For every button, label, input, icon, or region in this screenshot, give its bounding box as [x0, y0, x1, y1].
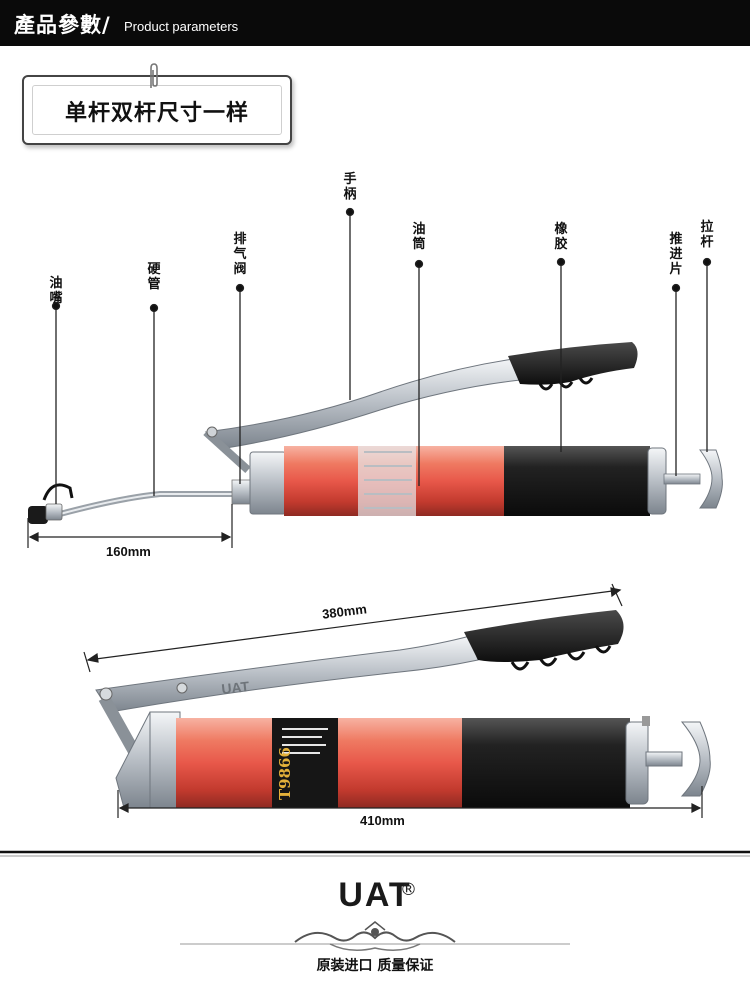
ornament-divider-icon [180, 921, 570, 951]
dim-label-410: 410mm [360, 813, 405, 828]
label-handle: 手柄 [343, 172, 357, 202]
dimension-380 [83, 583, 623, 673]
hard-pipe [59, 491, 248, 517]
rubber-part [504, 446, 650, 516]
label-rubber: 橡胶 [554, 222, 568, 252]
dim-label-160: 160mm [106, 544, 151, 559]
barrel-model-text: T9866 [276, 747, 294, 800]
label-hard-pipe: 硬管 [147, 262, 161, 292]
lower-grease-gun: T9866 UAT [95, 610, 711, 809]
handle-stamp-text: UAT [221, 678, 251, 697]
header-bar: 產品參數/ Product parameters [0, 0, 750, 46]
grip-part [508, 342, 638, 385]
paperclip-icon [150, 63, 158, 88]
label-push-plate: 推进片 [669, 232, 683, 277]
upper-grease-gun [28, 342, 723, 524]
label-barrel: 油筒 [412, 222, 426, 252]
lower-handle-part [95, 635, 479, 713]
nozzle-part [28, 483, 74, 524]
label-bleed-valve: 排气阀 [233, 232, 247, 277]
dimension-410 [117, 786, 703, 818]
dimension-160 [27, 504, 233, 548]
note-tag-text: 单杆双杆尺寸一样 [64, 101, 249, 126]
pull-rod-part [663, 473, 701, 485]
label-nozzle: 油嘴 [49, 276, 63, 306]
callout-lines [51, 207, 712, 504]
registered-mark: ® [400, 880, 417, 900]
brand-logo: UAT [338, 876, 412, 914]
header-title-en: Product parameters [124, 19, 239, 34]
handle-part [204, 357, 521, 449]
slogan-text: 原装进口 质量保证 [316, 958, 434, 974]
label-pull-rod: 拉杆 [700, 220, 714, 250]
note-tag: 单杆双杆尺寸一样 [22, 75, 292, 145]
header-title-cn: 產品參數/ [14, 13, 111, 37]
